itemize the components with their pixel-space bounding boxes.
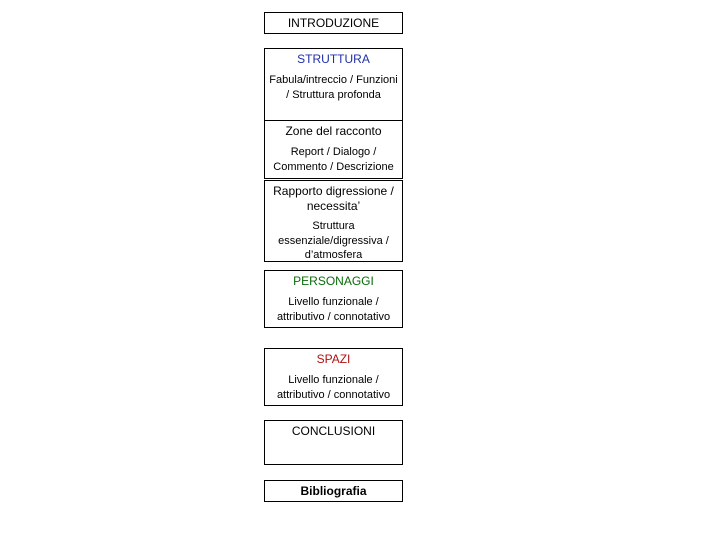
personaggi-box[interactable]: PERSONAGGI Livello funzionale / attribut… xyxy=(264,270,403,328)
spazi-subtitle: Livello funzionale / attributivo / conno… xyxy=(276,374,391,401)
personaggi-title: PERSONAGGI xyxy=(293,274,374,288)
zone-del-racconto-box[interactable]: Zone del racconto Report / Dialogo / Com… xyxy=(264,120,403,179)
introduzione-title: INTRODUZIONE xyxy=(287,16,380,30)
struttura-subtitle: Fabula/intreccio / Funzioni / Struttura … xyxy=(269,74,398,101)
spazi-title: SPAZI xyxy=(316,352,351,366)
introduzione-box[interactable]: INTRODUZIONE xyxy=(264,12,403,34)
zone-del-racconto-subtitle: Report / Dialogo / Commento / Descrizion… xyxy=(273,146,394,173)
zone-del-racconto-title: Zone del racconto xyxy=(285,124,382,138)
personaggi-subtitle: Livello funzionale / attributivo / conno… xyxy=(276,296,391,323)
bibliografia-box[interactable]: Bibliografia xyxy=(264,480,403,502)
rapporto-digressione-subtitle: Struttura essenziale/digressiva / d’atmo… xyxy=(278,220,389,261)
bibliografia-title: Bibliografia xyxy=(300,484,367,498)
spazi-box[interactable]: SPAZI Livello funzionale / attributivo /… xyxy=(264,348,403,406)
struttura-title: STRUTTURA xyxy=(297,52,370,66)
rapporto-digressione-title: Rapporto digressione / necessita’ xyxy=(273,184,394,213)
conclusioni-box[interactable]: CONCLUSIONI xyxy=(264,420,403,465)
struttura-box[interactable]: STRUTTURA Fabula/intreccio / Funzioni / … xyxy=(264,48,403,122)
conclusioni-title: CONCLUSIONI xyxy=(291,424,376,438)
rapporto-digressione-box[interactable]: Rapporto digressione / necessita’ Strutt… xyxy=(264,180,403,262)
